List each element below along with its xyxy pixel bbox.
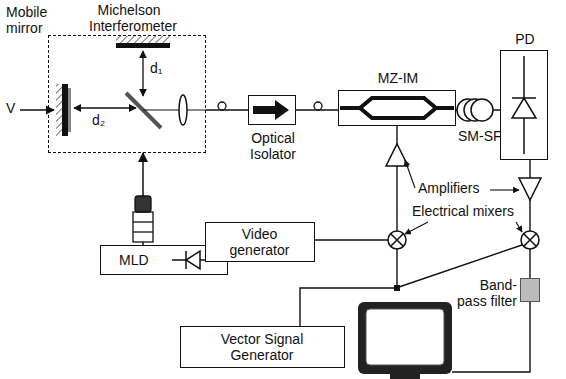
component-label: PD (495, 31, 555, 47)
part-label: d₂ (92, 112, 105, 128)
beam (143, 109, 206, 110)
component-box: MZ-IM (338, 90, 456, 126)
leader-lines (405, 160, 522, 234)
isolator-arrow (253, 100, 289, 120)
component-label: MZ-IM (358, 70, 438, 86)
component-label: MLD (119, 252, 159, 268)
junction (394, 285, 400, 291)
fiber-loop (218, 102, 226, 110)
mz-waveguide (340, 98, 454, 118)
component-box: Video generator (205, 222, 315, 262)
photodiode-symbol (512, 56, 536, 154)
amplifier-symbol (386, 144, 541, 200)
monitor (358, 302, 452, 379)
d1-arrow (142, 51, 143, 96)
component-box: Michelson Interferometer (48, 35, 206, 153)
part-label: Amplifiers (418, 180, 479, 196)
fixed-mirror (116, 36, 170, 48)
component-label: Michelson Interferometer (89, 2, 169, 34)
component-label: Band-pass filter (453, 277, 517, 309)
component-label: Video generator (215, 226, 305, 258)
part-label: Electrical mixers (412, 203, 514, 219)
fiber-spool (457, 99, 493, 121)
part-label: d₁ (150, 60, 163, 76)
fiber-loop (314, 102, 322, 110)
optical-path (206, 109, 248, 111)
d2-arrow (74, 107, 136, 108)
component-box: Band-pass filter (520, 278, 540, 302)
lens (179, 95, 187, 125)
mobile-mirror (56, 84, 71, 136)
part-label: V (6, 100, 15, 116)
component-box: Optical Isolator (248, 95, 296, 125)
component-label: Optical Isolator (233, 130, 313, 162)
part-label: Mobile mirror (6, 4, 76, 36)
mixer-symbol (388, 231, 539, 249)
component-label: Vector Signal Generator (202, 331, 322, 363)
laser-head (133, 196, 153, 242)
component-box: PD (500, 50, 548, 160)
component-box: Vector Signal Generator (180, 326, 345, 368)
part-label: SM-SF (458, 128, 502, 144)
